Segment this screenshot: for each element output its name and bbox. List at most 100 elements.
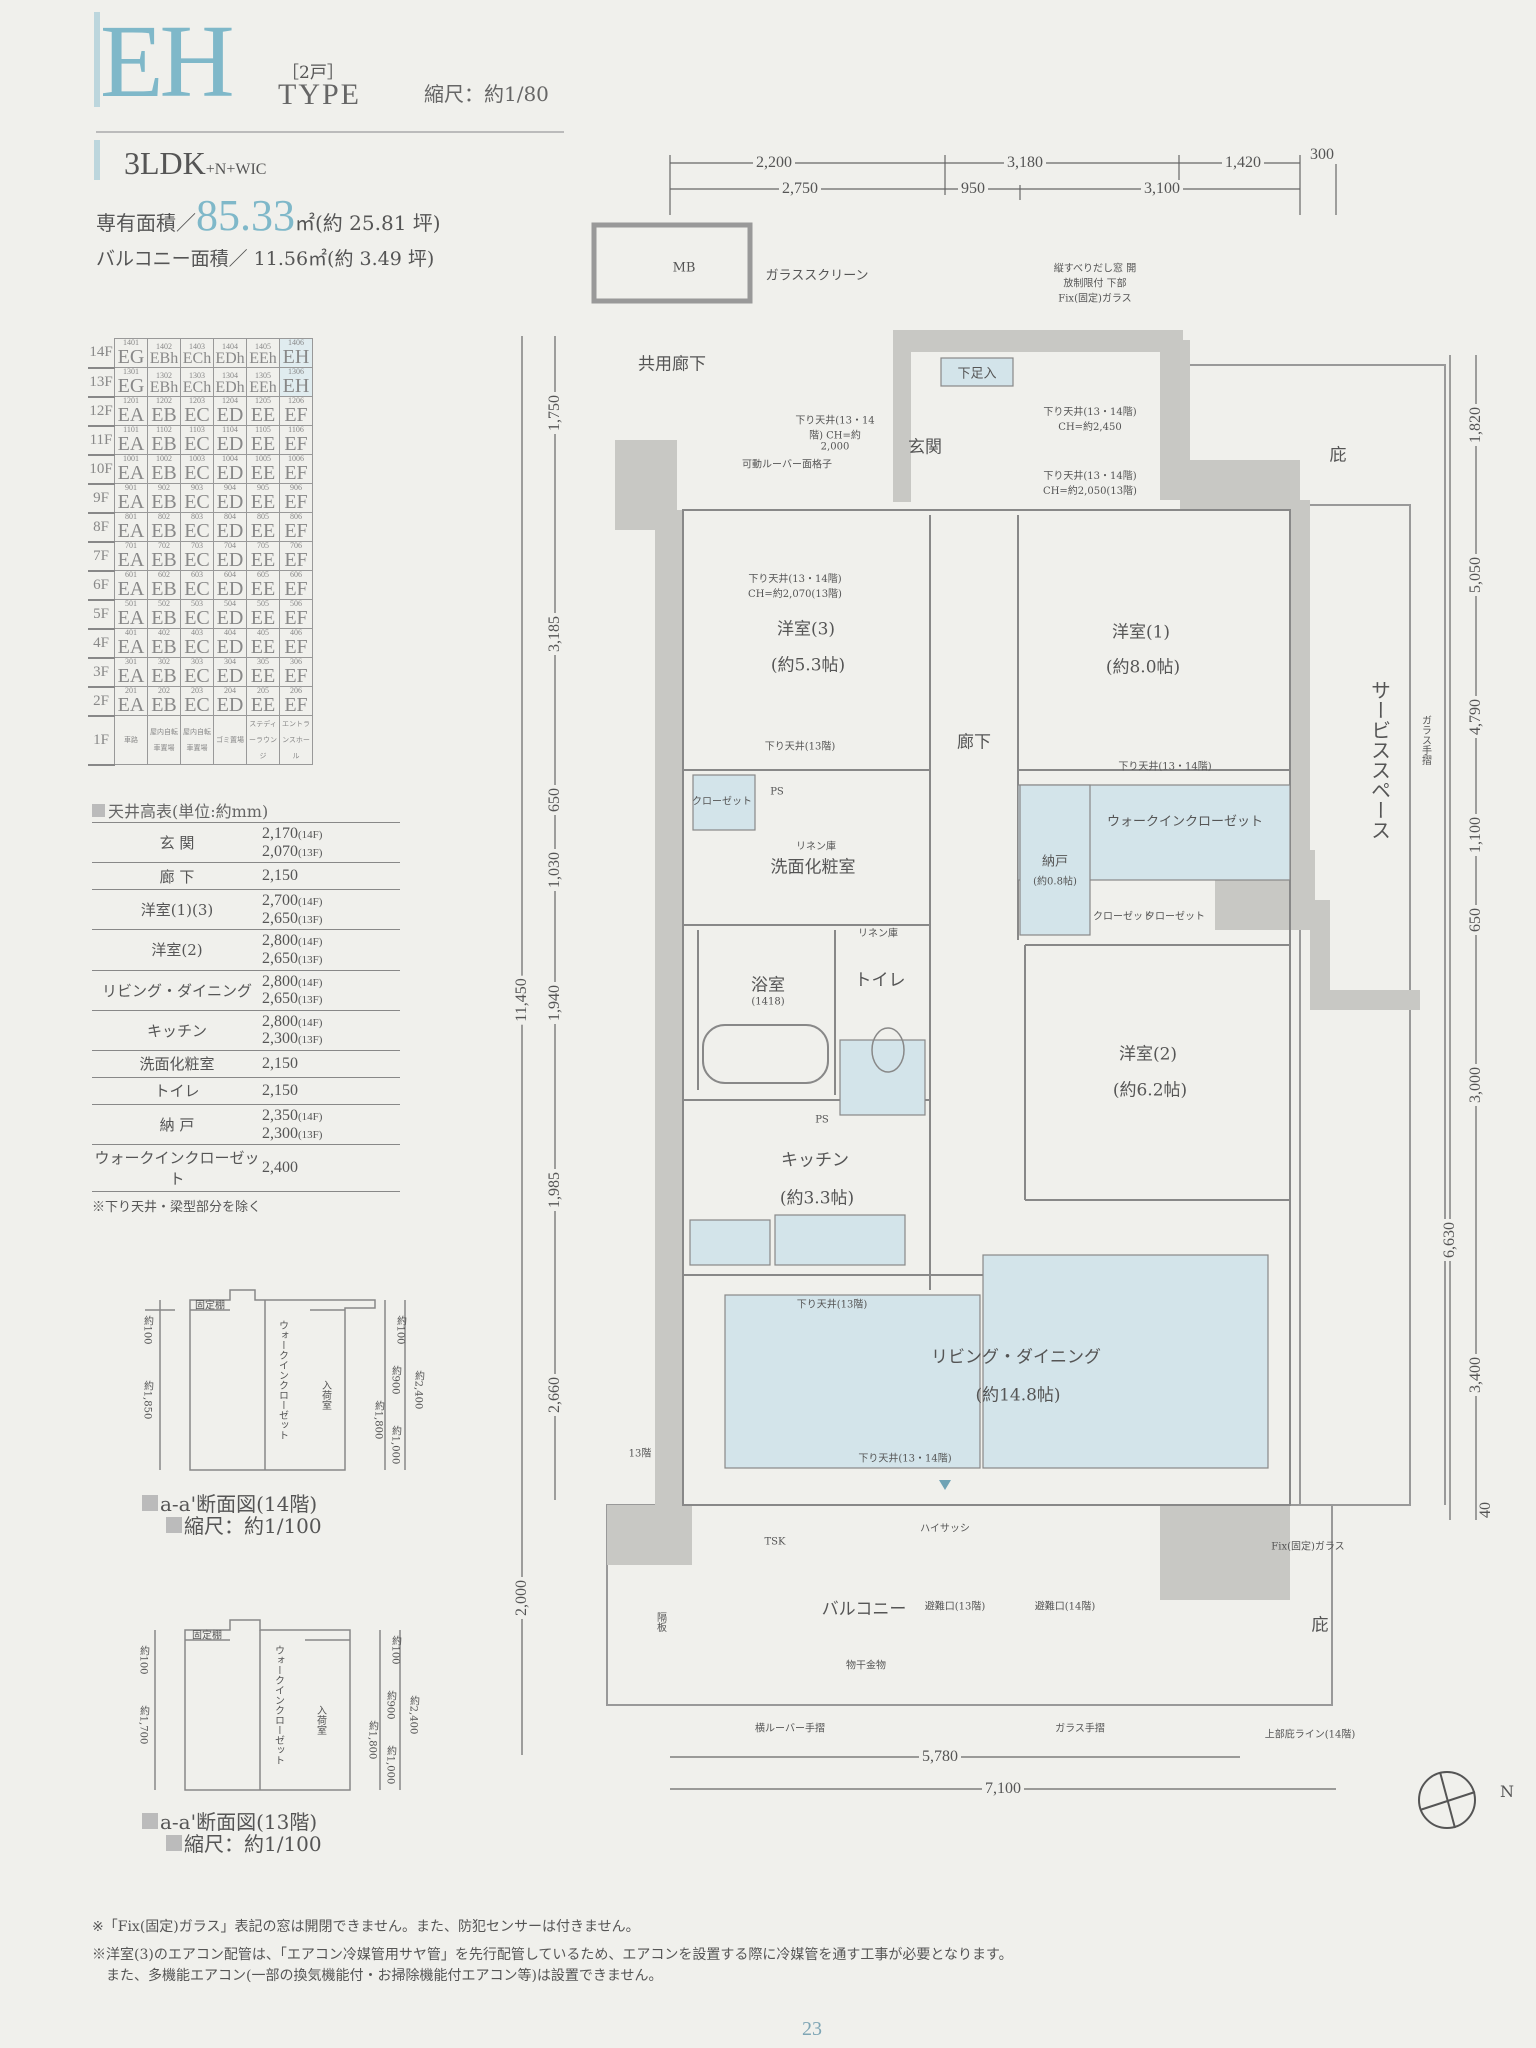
unit-type: EC xyxy=(184,549,210,571)
unit-type: EA xyxy=(117,694,145,716)
ceiling-value: 2,300 xyxy=(262,1124,298,1142)
unit-number: 706 xyxy=(290,541,302,550)
unit-number: 1002 xyxy=(156,454,172,463)
unit-type: EE xyxy=(250,694,276,716)
unit-number: 1303 xyxy=(189,371,205,380)
dim-top-2200: 2,200 xyxy=(753,154,795,172)
ground-cell: 屋内自転車置場 xyxy=(183,727,211,752)
footnote-1: ※「Fix(固定)ガラス」表記の窓は開閉できません。また、防犯センサーは付きませ… xyxy=(92,1919,640,1935)
unit-number: 1106 xyxy=(288,425,304,434)
ceiling-floor: (13F) xyxy=(298,846,323,859)
unit-number: 502 xyxy=(158,599,170,608)
unit-number: 1301 xyxy=(123,367,139,376)
unit-type: ED xyxy=(216,404,244,426)
unit-type: EE xyxy=(250,462,276,484)
unit-type: EA xyxy=(117,636,145,658)
dim-top-3100: 3,100 xyxy=(1141,180,1183,198)
unit-type: EA xyxy=(117,607,145,629)
unit-type: EBh xyxy=(149,379,179,396)
unit-number: 1202 xyxy=(156,396,172,405)
unit-type: EC xyxy=(184,607,210,629)
unit-number: 1101 xyxy=(123,425,139,434)
floor-label: 1F xyxy=(88,715,115,766)
section2-dim-r5: 約1,000 xyxy=(384,1745,396,1785)
section2-scale: 縮尺：約1/100 xyxy=(166,1828,322,1857)
unit-number: 705 xyxy=(257,541,269,550)
ceiling-value: 2,300 xyxy=(262,1030,298,1048)
section2-dim-height: 約1,700 xyxy=(137,1705,149,1745)
dim-top-950: 950 xyxy=(958,180,988,198)
unit-number: 1402 xyxy=(156,342,172,351)
ground-cell: 車路 xyxy=(124,735,138,744)
unit-type: EEh xyxy=(249,379,277,396)
high-sash-label: ハイサッシ xyxy=(920,1523,970,1535)
layout-accent-bar xyxy=(94,140,100,180)
section1-room: 入荷室 xyxy=(319,1380,331,1410)
section1-dim-r1: 約100 xyxy=(394,1315,406,1345)
unit-type: EB xyxy=(151,549,177,571)
section1-dim-r5: 約1,000 xyxy=(389,1425,401,1465)
unit-number: 1203 xyxy=(189,396,205,405)
dim-top-2750: 2,750 xyxy=(779,180,821,198)
ceiling-value: 2,650 xyxy=(262,990,298,1008)
eaves-label-top: 庇 xyxy=(1329,445,1347,466)
ground-cell: ゴミ置場 xyxy=(216,735,244,744)
unit-type: EEh xyxy=(249,350,277,367)
dim-top-1420: 1,420 xyxy=(1222,154,1264,172)
ceiling-row: 洋室(1)(3)2,700(14F)2,650(13F) xyxy=(92,889,400,931)
unit-type: ECh xyxy=(182,379,212,396)
entrance-marker-icon xyxy=(939,1480,951,1490)
unit-number: 804 xyxy=(224,512,236,521)
unit-number: 1105 xyxy=(255,425,271,434)
mb-label: MB xyxy=(672,260,696,276)
floor-label: 3F xyxy=(88,657,115,688)
ceiling-value: 2,400 xyxy=(262,1159,298,1177)
unit-number: 606 xyxy=(290,570,302,579)
unit-number: 401 xyxy=(125,628,137,637)
ceiling-value: 2,650 xyxy=(262,949,298,967)
unit-type: EB xyxy=(151,636,177,658)
unit-number: 1102 xyxy=(156,425,172,434)
room-name: 廊 下 xyxy=(92,862,262,891)
ceiling-value: 2,170 xyxy=(262,825,298,842)
unit-number: 505 xyxy=(257,599,269,608)
mb-box xyxy=(591,222,753,304)
dim-left-11450: 11,450 xyxy=(513,975,531,1025)
ps-label-2: PS xyxy=(815,1114,829,1126)
fix-glass-label: Fix(固定)ガラス xyxy=(1271,1541,1345,1553)
glass-rail-vertical: ガラス手摺 xyxy=(1419,715,1431,765)
dim-left-1030: 1,030 xyxy=(546,849,564,891)
hall-ceiling-note2: 下り天井(13・14階) CH=約2,050(13階) xyxy=(1043,471,1137,497)
ceiling-floor: (13F) xyxy=(298,953,323,966)
exclusive-area-label: 専有面積／ xyxy=(96,211,196,235)
unit-number: 601 xyxy=(125,570,137,579)
glass-screen-label: ガラススクリーン xyxy=(765,268,869,284)
service-space-label: サービススペース xyxy=(1367,680,1392,840)
unit-type: EF xyxy=(284,578,308,600)
bath-label: 浴室 xyxy=(751,975,785,996)
unit-number: 1404 xyxy=(222,342,238,351)
exclusive-area-tsubo: (約 25.81 坪) xyxy=(315,211,441,235)
tinted-areas xyxy=(689,357,1291,1469)
unit-number: 404 xyxy=(224,628,236,637)
section2-dim-r2: 約1,800 xyxy=(366,1720,378,1760)
floor-label: 13F xyxy=(88,367,115,398)
